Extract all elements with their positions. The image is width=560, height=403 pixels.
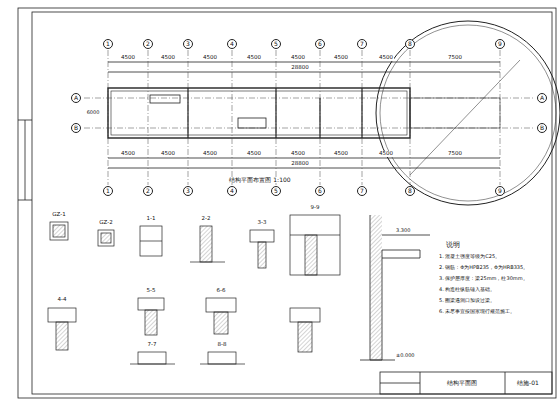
elevation: 3.300 (395, 228, 411, 233)
axis-bubble: B (537, 123, 547, 133)
dimension: 4500 (246, 151, 262, 157)
dimension: 4500 (333, 55, 349, 61)
note-text: 2. 钢筋：Φ为HPB235，Φ为HRB335。 (438, 265, 529, 270)
axis-bubble: A (71, 93, 81, 103)
note-text: 1. 混凝土强度等级为C25。 (438, 254, 501, 259)
title-text: 结构平面布置图 1:100 (228, 177, 291, 183)
axis-number: 1 (106, 188, 110, 194)
dimension: 4500 (120, 55, 136, 61)
dimension: 4500 (290, 55, 306, 61)
axis-bubble: 2 (143, 186, 153, 196)
axis-bubble: 8 (405, 39, 415, 49)
axis-bubble: B (71, 123, 81, 133)
axis-bubble: 2 (143, 39, 153, 49)
axis-bubble: 3 (183, 39, 193, 49)
detail-title: 6-6 (216, 288, 227, 294)
dimension: 4500 (290, 151, 306, 157)
dimension: 4500 (378, 55, 394, 61)
detail-title: 5-5 (146, 288, 157, 294)
detail-title: GZ-2 (98, 220, 113, 226)
axis-bubble: 1 (103, 186, 113, 196)
axis-number: 2 (146, 41, 150, 47)
axis-number: 5 (274, 188, 278, 194)
title-text: 结施-01 (516, 380, 540, 386)
axis-bubble: 3 (183, 186, 193, 196)
dimension: 4500 (160, 151, 176, 157)
axis-bubble: 4 (227, 39, 237, 49)
axis-number: 9 (498, 41, 502, 47)
detail-title: 7-7 (147, 342, 158, 348)
axis-number: 9 (498, 188, 502, 194)
axis-number: B (540, 125, 544, 131)
axis-number: 8 (408, 41, 412, 47)
axis-bubble: 7 (357, 186, 367, 196)
detail-title: 8-8 (217, 342, 228, 348)
note-text: 6. 未尽事宜按国家现行规范施工。 (438, 309, 516, 314)
detail-title: GZ-1 (51, 212, 66, 218)
axis-number: 7 (360, 188, 364, 194)
note-text: 3. 保护层厚度：梁25mm，柱30mm。 (438, 276, 529, 281)
axis-number: 4 (230, 188, 234, 194)
dimension: 4500 (378, 151, 394, 157)
dimension: 4500 (202, 151, 218, 157)
elevation: ±0.000 (395, 353, 416, 358)
axis-bubble: 1 (103, 39, 113, 49)
axis-bubble: 6 (315, 186, 325, 196)
note-text: 5. 圈梁遇洞口加设过梁。 (438, 298, 496, 303)
detail-title: 2-2 (201, 216, 212, 222)
axis-number: 8 (408, 188, 412, 194)
axis-number: 6 (318, 188, 322, 194)
dimension: 7500 (447, 151, 463, 157)
dimension: 4500 (333, 151, 349, 157)
axis-number: 1 (106, 41, 110, 47)
axis-number: A (540, 95, 544, 101)
axis-number: 4 (230, 41, 234, 47)
axis-bubble: 5 (271, 39, 281, 49)
axis-bubble: 6 (315, 39, 325, 49)
dimension: 6000 (86, 110, 101, 115)
axis-number: 5 (274, 41, 278, 47)
axis-number: 2 (146, 188, 150, 194)
dimension: 4500 (120, 151, 136, 157)
axis-number: B (74, 125, 78, 131)
detail-title: 9-9 (310, 205, 321, 211)
dimension: 4500 (246, 55, 262, 61)
dimension: 4500 (202, 55, 218, 61)
dimension: 28800 (290, 65, 310, 71)
axis-bubble: 8 (405, 186, 415, 196)
title-text: 结构平面图 (446, 380, 478, 386)
detail-title: 3-3 (257, 220, 268, 226)
dimension: 4500 (160, 55, 176, 61)
dimension: 7500 (447, 55, 463, 61)
axis-bubble: A (537, 93, 547, 103)
axis-number: A (74, 95, 78, 101)
detail-title: 1-1 (146, 216, 157, 222)
note-text: 说明 (445, 242, 461, 249)
axis-bubble: 4 (227, 186, 237, 196)
axis-number: 3 (186, 41, 190, 47)
axis-bubble: 9 (495, 39, 505, 49)
detail-title: 4-4 (57, 297, 68, 303)
axis-bubble: 7 (357, 39, 367, 49)
note-text: 4. 构造柱纵筋锚入基础。 (438, 287, 496, 292)
axis-number: 3 (186, 188, 190, 194)
axis-bubble: 5 (271, 186, 281, 196)
axis-number: 6 (318, 41, 322, 47)
axis-bubble: 9 (495, 186, 505, 196)
dimension: 28800 (290, 161, 310, 167)
axis-number: 7 (360, 41, 364, 47)
